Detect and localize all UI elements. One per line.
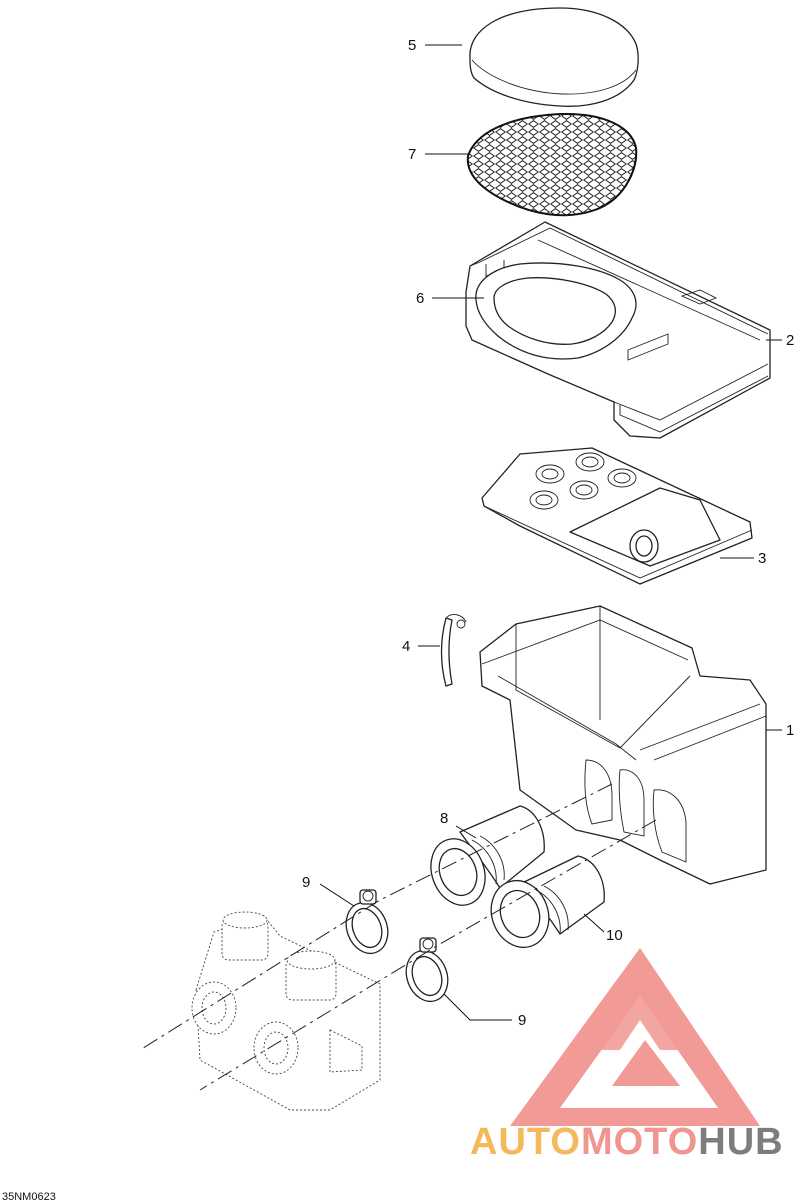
retaining-clip-part (440, 614, 467, 687)
drawing-reference-code: 35NM0623 (2, 1191, 56, 1203)
callout-3: 3 (758, 550, 766, 567)
watermark-moto-text: MOTO (581, 1121, 698, 1163)
leader-lines (319, 44, 782, 1021)
hose-clamp-lower (405, 937, 449, 1003)
callout-9-lower: 9 (518, 1012, 526, 1029)
callout-10: 10 (606, 927, 623, 944)
watermark-hub-text: HUB (698, 1121, 783, 1163)
intake-silencer-part (481, 447, 753, 585)
callout-6: 6 (416, 290, 424, 307)
callout-4: 4 (402, 638, 410, 655)
assembly-center-lines (139, 783, 657, 1091)
carburetor-assembly-ghost (191, 911, 381, 1111)
mesh-screen-part (466, 112, 638, 217)
watermark-brand-text: AUTOMOTOHUB (470, 1121, 784, 1163)
intake-adaptor-part-8 (430, 805, 545, 906)
hose-clamp-upper (345, 889, 389, 955)
watermark-logo-icon (510, 948, 760, 1126)
watermark-auto-text: AUTO (470, 1121, 581, 1163)
intake-adaptor-part-10 (490, 855, 605, 949)
callout-1: 1 (786, 722, 794, 739)
air-filter-foam-part (469, 7, 639, 107)
callout-8: 8 (440, 810, 448, 827)
cover-seal-part (475, 262, 637, 360)
callout-5: 5 (408, 37, 416, 54)
airbox-base-part (479, 605, 767, 885)
callout-2: 2 (786, 332, 794, 349)
svg-text:AUTOMOTOHUB: AUTOMOTOHUB (470, 1121, 784, 1163)
callout-9-upper: 9 (302, 874, 310, 891)
callout-7: 7 (408, 146, 416, 163)
